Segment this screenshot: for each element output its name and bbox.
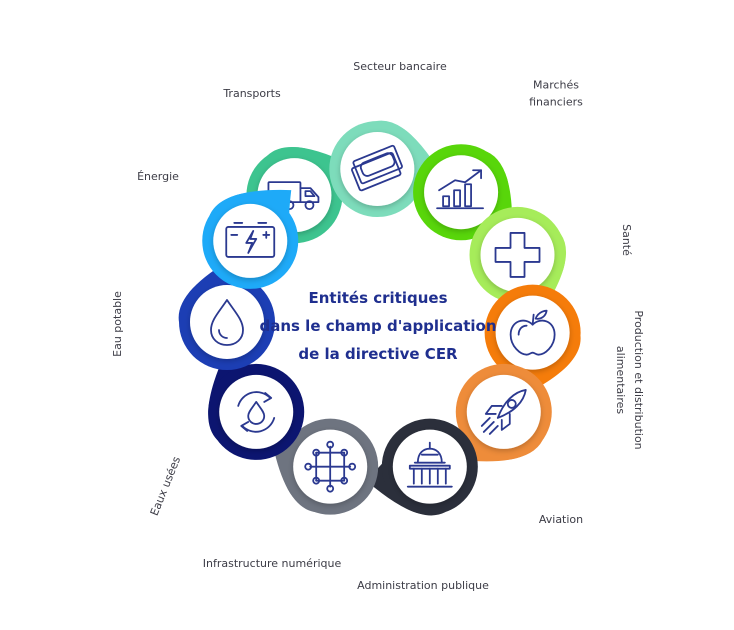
sector-label-line: Transports: [222, 87, 281, 100]
sector-label-line: financiers: [529, 96, 583, 109]
sector-label-line: Infrastructure numérique: [203, 557, 342, 570]
diagram-title: Entités critiques dans le champ d'applica…: [259, 289, 496, 363]
sector-label: Énergie: [137, 170, 179, 183]
sector-label-line: Santé: [620, 224, 633, 256]
sector-label-line: Énergie: [137, 170, 179, 183]
sector-secteur-bancaire: Secteur bancaire: [329, 60, 447, 218]
title-line: Entités critiques: [309, 289, 448, 307]
icon-badge: [190, 285, 264, 359]
sector-label: Santé: [620, 224, 633, 256]
icon-badge: [392, 429, 467, 504]
sector-label-line: Eaux usées: [148, 454, 184, 517]
sector-sante: Santé: [469, 206, 633, 317]
sector-label: Transports: [222, 87, 281, 100]
icon-badge: [213, 203, 288, 278]
sector-eaux-usees: Eaux usées: [148, 354, 305, 518]
sector-label: Eaux usées: [148, 454, 184, 517]
sector-label: Administration publique: [357, 579, 489, 592]
sector-label: Infrastructure numérique: [203, 557, 342, 570]
sector-label-line: Aviation: [539, 513, 583, 526]
icon-badge: [219, 374, 294, 449]
sector-energie: Énergie: [137, 170, 299, 289]
sector-eau-potable: Eau potable: [111, 257, 275, 370]
sector-aviation: Aviation: [455, 363, 583, 526]
sector-marches-financiers: Marchés financiers: [413, 79, 583, 241]
sector-label-line: Production et distribution: [632, 310, 645, 449]
icon-badge: [466, 374, 541, 449]
sector-label: Marchés financiers: [529, 79, 583, 109]
sector-label: Production et distribution alimentaires: [614, 310, 645, 449]
title-line: dans le champ d'application: [259, 317, 496, 335]
sector-label: Aviation: [539, 513, 583, 526]
sector-label-line: Marchés: [533, 79, 579, 92]
sector-production-distribution: Production et distribution alimentaires: [484, 284, 645, 450]
icon-badge: [424, 155, 499, 230]
icon-badge: [480, 217, 555, 292]
sector-label-line: Eau potable: [111, 291, 124, 357]
sector-label: Secteur bancaire: [353, 60, 447, 73]
sector-label-line: Secteur bancaire: [353, 60, 447, 73]
sector-label-line: alimentaires: [614, 346, 627, 414]
sector-label: Eau potable: [111, 291, 124, 357]
sector-administration-publique: Administration publique: [357, 418, 489, 592]
sector-label-line: Administration publique: [357, 579, 489, 592]
title-line: de la directive CER: [298, 345, 458, 363]
icon-badge: [495, 295, 570, 370]
